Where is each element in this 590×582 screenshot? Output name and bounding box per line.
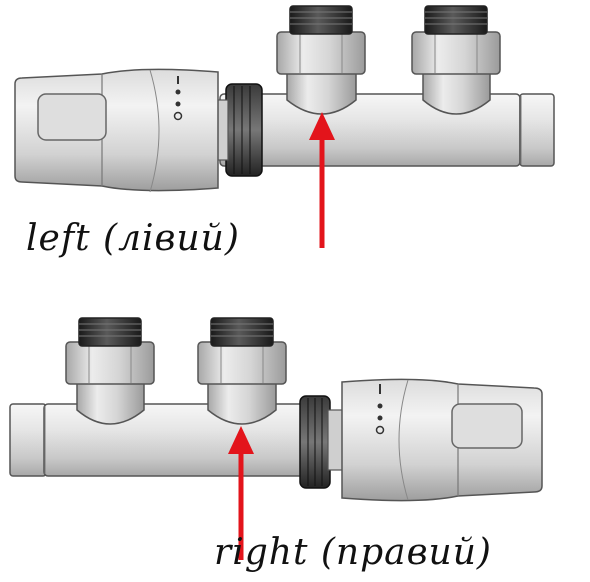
threaded-fitting [210, 317, 274, 347]
hex-nut [197, 341, 287, 385]
grip-window [451, 403, 523, 449]
grip-window [37, 93, 107, 141]
scale-mark [175, 101, 181, 107]
scale-mark [377, 403, 383, 409]
hex-nut [276, 31, 366, 75]
riser-body [286, 61, 357, 115]
indicator-arrow-head [309, 112, 335, 140]
scale-mark [173, 111, 183, 121]
riser-body [76, 371, 145, 425]
riser-body [422, 61, 491, 115]
riser-body [207, 371, 277, 425]
valve-right [9, 317, 543, 560]
pipe-end [519, 93, 555, 167]
scale-mark [175, 89, 181, 95]
hex-nut [65, 341, 155, 385]
label-left: left (лівий) [26, 218, 240, 259]
threaded-fitting [289, 5, 353, 35]
scale-mark [377, 415, 383, 421]
indicator-arrow-head [228, 426, 254, 454]
hex-nut [411, 31, 501, 75]
threaded-fitting [424, 5, 488, 35]
scale-mark [375, 425, 385, 435]
pipe-end [9, 403, 47, 477]
valve-left [14, 5, 555, 248]
threaded-fitting [78, 317, 142, 347]
lock-ring [225, 83, 263, 177]
label-right: right (правий) [214, 532, 492, 573]
